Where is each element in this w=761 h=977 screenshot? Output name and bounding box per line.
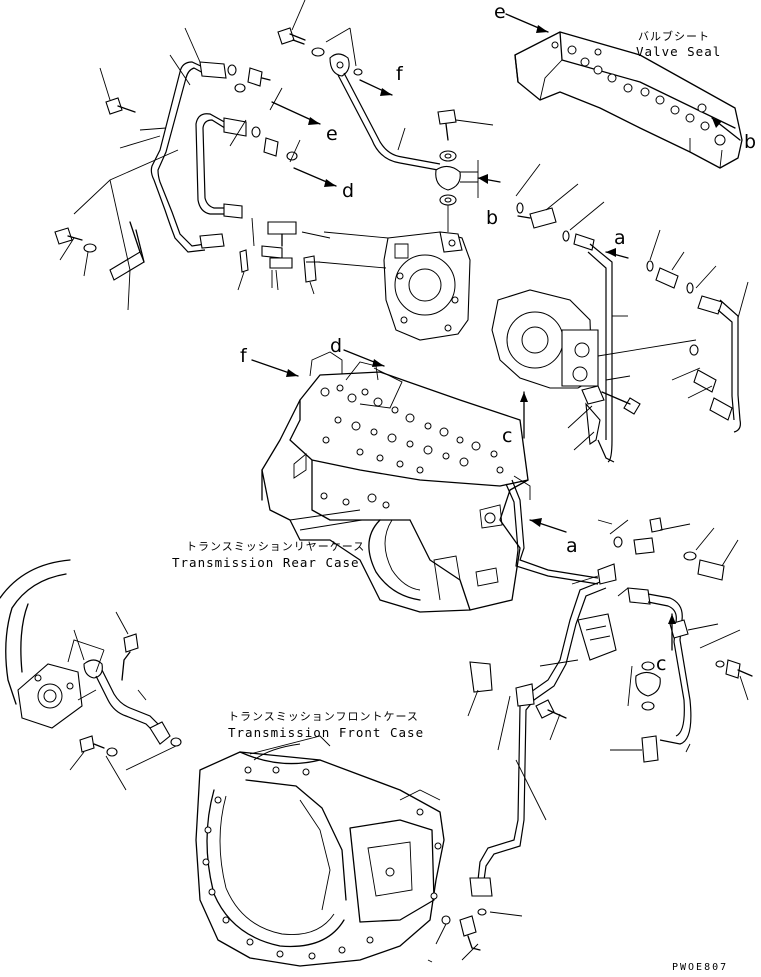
valve-seat-block — [514, 31, 743, 169]
port-letter-c-pump: c — [502, 425, 512, 447]
tee-fittings — [237, 217, 331, 295]
pump-body-lower: c — [491, 289, 733, 463]
port-letter-e-top: e — [494, 1, 506, 23]
front-case-en-label: Transmission Front Case — [228, 725, 424, 740]
top-fittings-group: f — [277, 0, 501, 206]
port-letter-e-mid: e — [326, 123, 338, 145]
transmission-rear-case — [261, 351, 599, 613]
port-letter-b-mid: b — [486, 207, 498, 229]
transmission-front-case — [195, 735, 523, 967]
port-letter-f-top: f — [396, 63, 404, 85]
port-letter-c-lower: c — [656, 653, 666, 675]
bracket-assembly-left — [54, 67, 179, 311]
drawing-code: PWOE807 — [672, 962, 728, 973]
right-fittings-group: b a — [486, 163, 749, 463]
pump-cover-upper — [317, 205, 471, 341]
lower-right-pipes: c — [467, 517, 753, 897]
port-letter-a-lower: a — [566, 535, 578, 557]
port-letter-f-case: f — [240, 345, 248, 367]
port-letter-d-case: d — [330, 335, 342, 357]
left-top-pipes: e d — [150, 27, 354, 253]
valve-seat-jp-label: バルブシート — [638, 29, 710, 43]
front-case-jp-label: トランスミッションフロントケース — [228, 710, 419, 723]
port-letter-a-top: a — [614, 227, 626, 249]
left-lower-flange-assembly — [0, 559, 182, 791]
port-letter-d-mid: d — [342, 180, 354, 202]
port-letter-b-right: b — [744, 131, 756, 153]
rear-case-en-label: Transmission Rear Case — [172, 555, 360, 570]
valve-seat-en-label: Valve Seal — [636, 44, 721, 59]
rear-case-jp-label: トランスミッションリヤーケース — [186, 540, 365, 553]
